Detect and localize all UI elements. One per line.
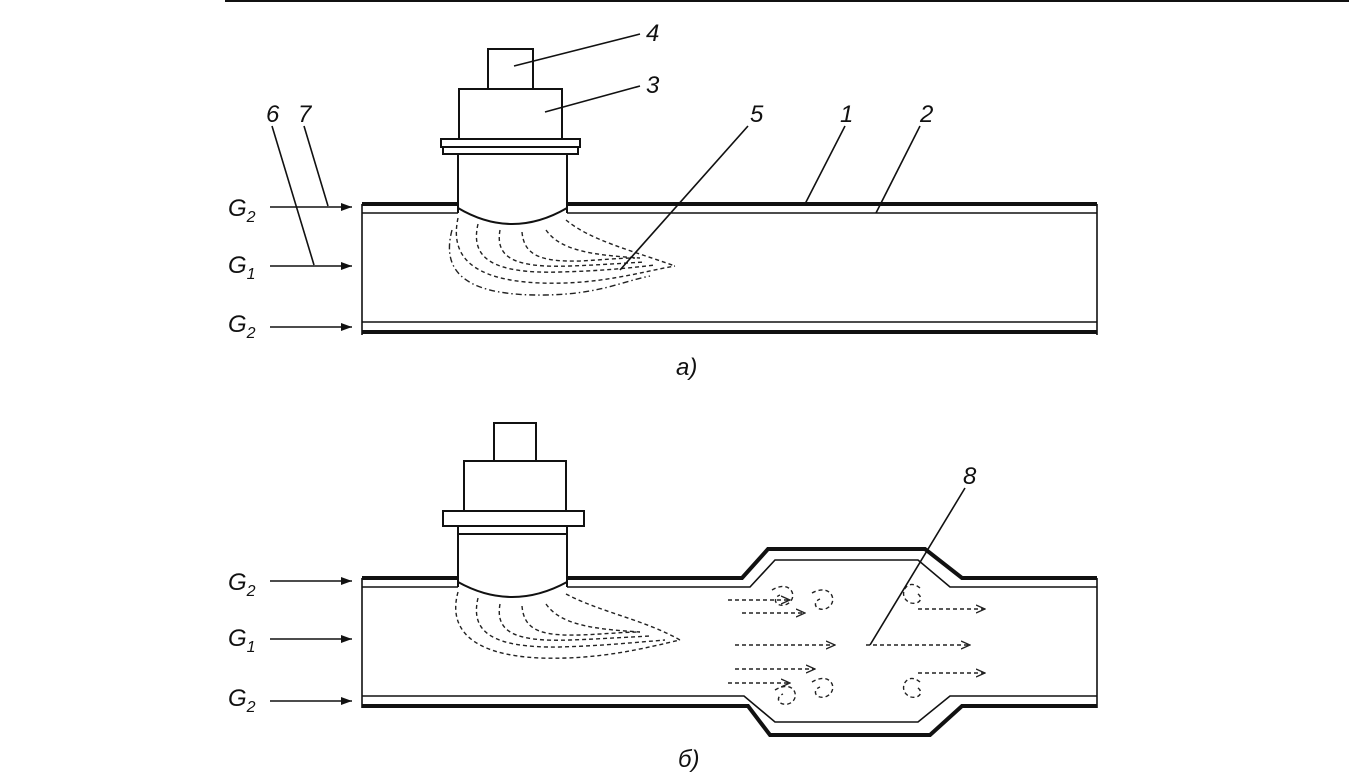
emitter-cap-b [493,422,537,462]
pipe-wall-top-b [362,547,1097,588]
callout-6: 6 [266,101,280,128]
callout-leaders-a [271,33,921,271]
pipe-wall-bottom-a [362,321,1097,334]
diagram-a: 4 3 5 1 2 6 7 G2 G1 G2 a) [228,20,1098,381]
turbulence-zone [728,583,985,705]
callout-1: 1 [840,101,853,128]
callout-2: 2 [919,101,933,128]
emitter-housing-b [463,460,567,512]
ultrasonic-emitter-a [440,48,581,225]
flow-label-g2-top-b: G2 [228,569,256,600]
radiation-zone-5 [448,217,676,296]
caption-a: a) [676,354,697,381]
callout-3: 3 [646,72,660,99]
emitter-housing-3 [458,88,563,140]
callout-leader-8 [869,487,966,646]
flow-label-g1-a: G1 [228,252,256,283]
emitter-flange-upper [440,138,581,148]
vortex [774,685,797,705]
flow-arrows-a [270,203,352,331]
emitter-cap-4 [487,48,534,90]
flow-label-g2-top-a: G2 [228,195,256,226]
emitter-flange-lower [442,146,579,155]
caption-b: б) [678,746,700,773]
radiation-zone-b [455,591,681,659]
vortex [902,583,922,604]
flow-label-g1-b: G1 [228,625,256,656]
pipe-wall-top-a [362,202,1097,214]
pipe-wall-bottom-b [362,695,1097,737]
callout-4: 4 [646,20,659,47]
emitter-radiating-face-b [457,581,568,598]
flow-arrows-b [270,577,352,705]
emitter-radiating-face [457,207,568,225]
flow-label-g2-bottom-b: G2 [228,685,256,716]
diagram-b: 8 G2 G1 G2 б) [228,422,1098,773]
callout-8: 8 [963,463,977,490]
vortex [902,677,922,698]
vortex [811,589,834,610]
emitter-flange-b [442,510,585,527]
vortex [811,677,834,698]
ultrasonic-emitter-b [442,422,585,598]
flow-label-g2-bottom-a: G2 [228,311,256,342]
callout-7: 7 [298,101,313,128]
vortex [771,585,794,606]
callout-5: 5 [750,101,764,128]
